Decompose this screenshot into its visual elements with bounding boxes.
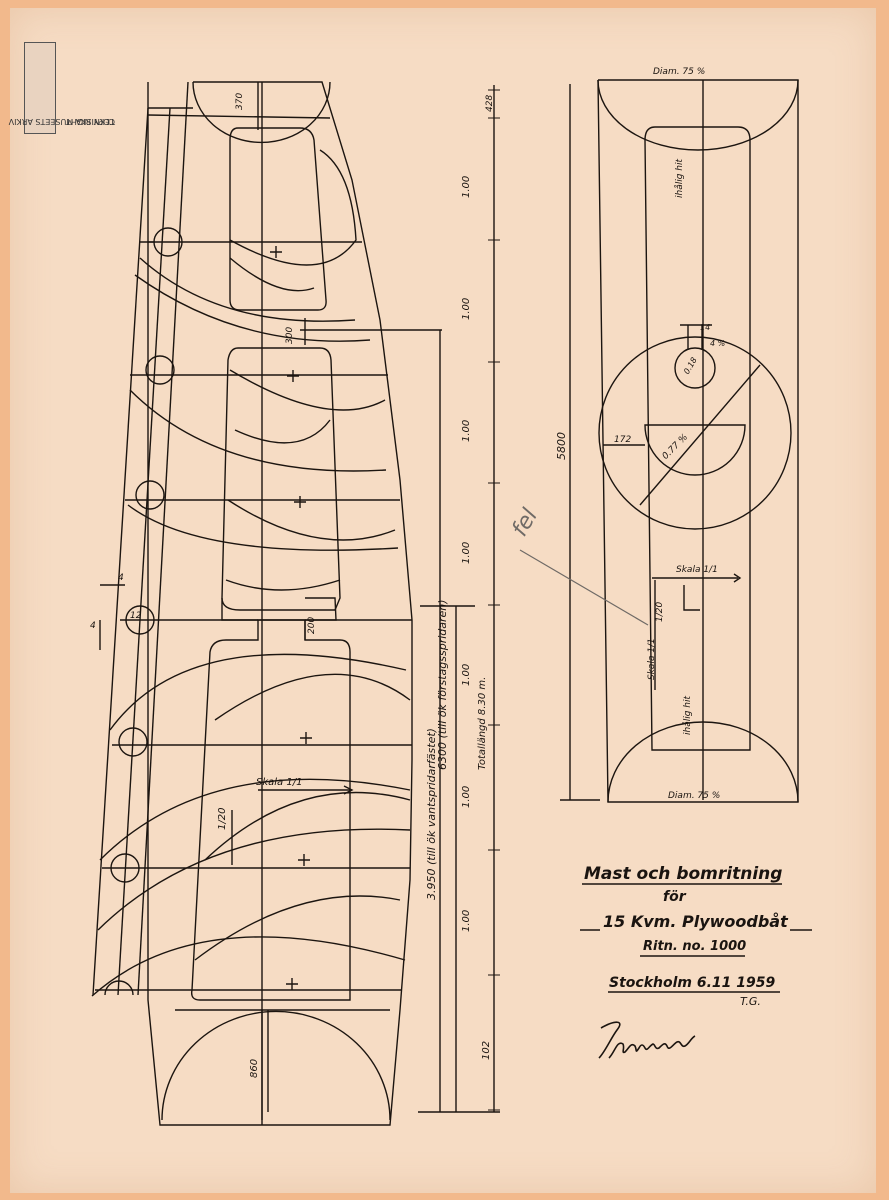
dim-1-00-c: 1.00 [461, 419, 472, 442]
title-line-2: för [663, 889, 686, 905]
mast-back-line-2 [117, 107, 171, 996]
left-scale-label: Skala 1/1 [256, 777, 303, 788]
window-2 [221, 347, 341, 611]
right-scale-label: Skala 1/1 [676, 565, 718, 575]
dim-14: 14 [700, 323, 711, 332]
signature [598, 1021, 696, 1059]
dim-370: 370 [235, 92, 245, 110]
right-scale-vertical: Skala 1/1 [647, 638, 657, 680]
drawing-number: Ritn. no. 1000 [643, 939, 747, 954]
left-scale-1-20: 1/20 [217, 807, 228, 830]
dim-200: 200 [307, 616, 317, 634]
dim-4-top: 4 [118, 573, 124, 583]
top-crossline [147, 114, 331, 119]
title-line-3: 15 Kvm. Plywoodbåt [603, 912, 788, 931]
dim-1-00-f: 1.00 [461, 785, 472, 808]
window-3 [190, 619, 351, 1001]
dim-1-00-d: 1.00 [461, 541, 472, 564]
ihalig-top: ihålig hit [675, 158, 685, 198]
bottom-half-circle [161, 1010, 391, 1121]
dim-12: 12 [130, 611, 142, 621]
boom-section-circle [598, 336, 792, 530]
right-scale-1-20: 1/20 [655, 601, 665, 622]
dim-860: 860 [249, 1058, 260, 1078]
drawing-sheet [10, 8, 876, 1193]
dim-1-00-g: 1.00 [461, 909, 472, 932]
total-length: Totallängd 8.30 m. [477, 676, 488, 770]
window-1 [229, 127, 327, 311]
dim-1-00-b: 1.00 [461, 297, 472, 320]
diam-bottom: Diam. 75 % [668, 791, 721, 801]
dim-428: 428 [485, 94, 495, 112]
dim-5800: 5800 [555, 432, 568, 460]
dim-300: 300 [285, 326, 295, 344]
dim-4-left: 4 [90, 621, 96, 631]
top-half-circle [192, 81, 331, 144]
mast-outline [147, 81, 413, 1126]
diam-top: Diam. 75 % [653, 67, 706, 77]
title-line-1: Mast och bomritning [584, 864, 783, 884]
stamp-line-2: COPY RIGHT [66, 117, 115, 126]
ihalig-bottom: ihålig hit [683, 695, 693, 735]
dim-6300: 6300 (till ök förstagsspridaren) [436, 599, 449, 770]
initials: T.G. [740, 995, 761, 1008]
dim-4pct: 4 % [710, 339, 726, 348]
mast-back-line-1 [92, 107, 149, 996]
boom-inner [644, 126, 751, 751]
dim-172: 172 [614, 435, 632, 445]
dim-102: 102 [481, 1040, 492, 1060]
place-date: Stockholm 6.11 1959 [609, 975, 776, 991]
dim-1-00-a: 1.00 [461, 175, 472, 198]
dim-1-00-e: 1.00 [461, 663, 472, 686]
